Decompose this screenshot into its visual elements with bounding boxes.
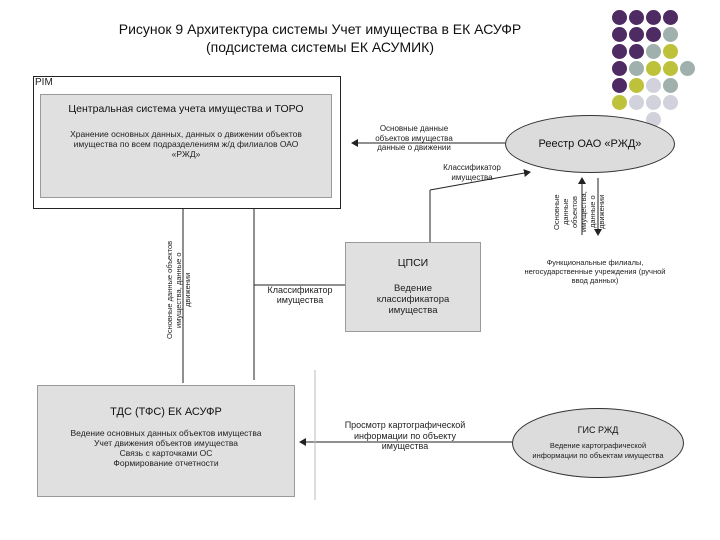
arrow-cpsi-rzd [429,169,531,191]
decorative-dot [629,10,644,25]
label-classifier-small: Классификатор имущества [443,163,501,182]
central-system-box: Центральная система учета имущества и ТО… [40,94,332,198]
decorative-dot [663,44,678,59]
decorative-dot [663,95,678,110]
rzd-registry-title: Реестр ОАО «РЖД» [538,138,642,150]
decorative-dot [629,61,644,76]
vertical-label-tds: Основные данные объектов имущества, данн… [165,240,192,340]
title-line-2: (подсистема системы ЕК АСУМИК) [206,39,434,55]
tds-line: Формирование отчетности [113,458,219,468]
title-line-1: Рисунок 9 Архитектура системы Учет имуще… [118,21,522,37]
decorative-dot [612,10,627,25]
decorative-dot [612,27,627,42]
decorative-dot [646,27,661,42]
decorative-dot [646,10,661,25]
decorative-dot [612,78,627,93]
tds-line: Ведение основных данных объектов имущест… [70,428,262,438]
cpsi-title: ЦПСИ [397,257,429,269]
decorative-dot [646,61,661,76]
tds-line: Связь с карточками ОС [119,448,213,458]
cpsi-box: ЦПСИ Ведение классификатора имущества [345,242,481,332]
gis-text: Ведение картографической информации по о… [532,441,664,460]
rzd-registry-ellipse: Реестр ОАО «РЖД» [505,115,675,173]
decorative-dot [646,95,661,110]
decorative-dot [680,61,695,76]
decorative-dot [612,61,627,76]
decorative-dot [629,27,644,42]
tds-box: ТДС (ТФС) ЕК АСУФР Ведение основных данн… [37,385,295,497]
central-system-text: Хранение основных данных, данных о движе… [70,129,302,159]
decorative-dot [612,44,627,59]
tds-title: ТДС (ТФС) ЕК АСУФР [110,406,222,418]
decorative-dot [612,95,627,110]
label-functional-branches: Функциональные филиалы, негосударственны… [524,258,666,285]
label-basic-data-rzd: Основные данные объектов имущества данны… [375,124,453,152]
central-system-title: Центральная система учета имущества и ТО… [68,103,304,115]
vertical-label-rzd: Основные данные объектов имущества, данн… [552,191,606,233]
pim-label: PIM [35,77,53,88]
decorative-dot [646,78,661,93]
decorative-dot [629,44,644,59]
label-view-map: Просмотр картографической информации по … [344,420,466,451]
diagram-title: Рисунок 9 Архитектура системы Учет имуще… [60,20,580,56]
decorative-dot [663,78,678,93]
decorative-dot [663,61,678,76]
decorative-dot [629,78,644,93]
tds-line: Учет движения объектов имущества [94,438,238,448]
label-classifier-cpsi: Классификатор имущества [267,285,333,305]
decorative-dot [629,95,644,110]
decorative-dot [663,27,678,42]
gis-ellipse: ГИС РЖД Ведение картографической информа… [512,408,684,478]
cpsi-text: Ведение классификатора имущества [376,283,450,316]
gis-title: ГИС РЖД [577,425,619,435]
decorative-dot [663,10,678,25]
decorative-dot-grid [606,10,716,127]
decorative-dot [646,44,661,59]
